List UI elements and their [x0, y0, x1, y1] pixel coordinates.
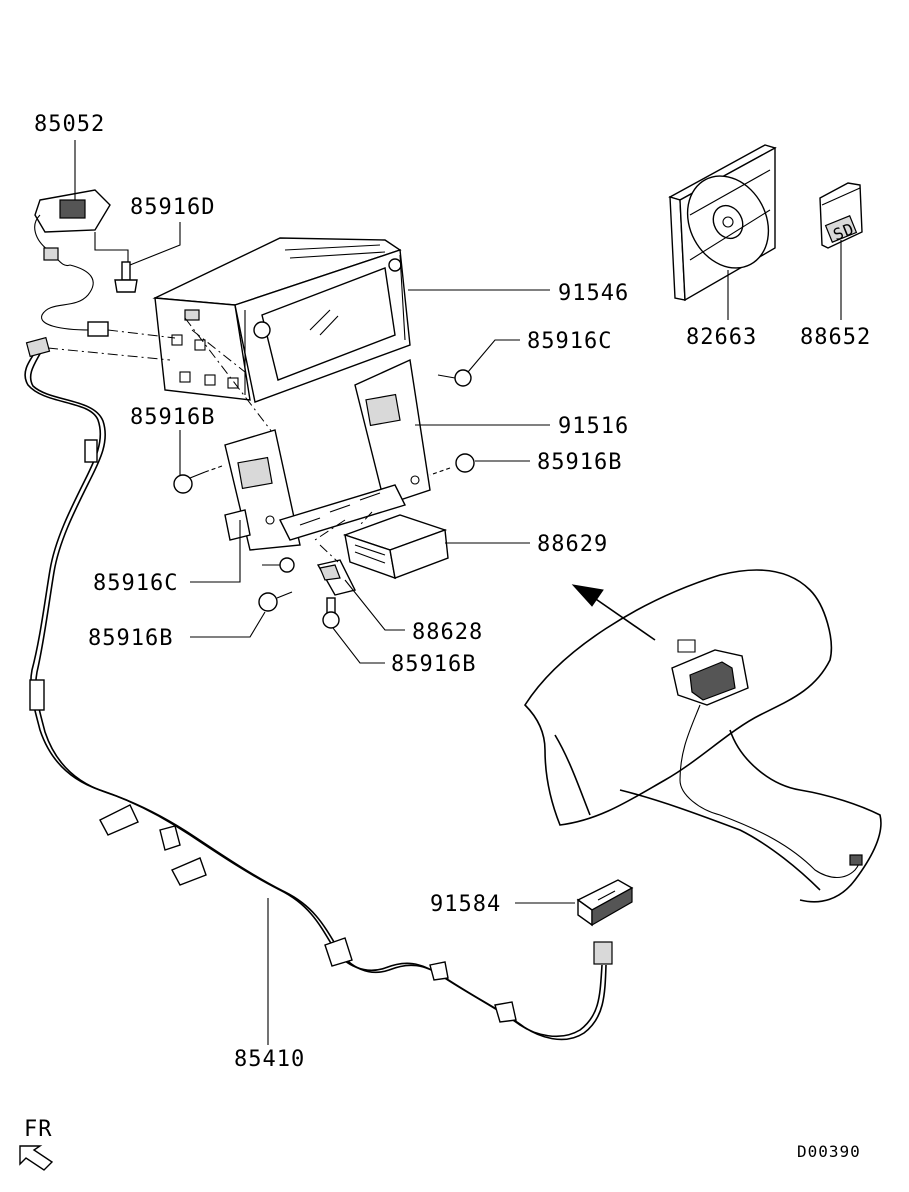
- screw-85916D: [114, 261, 138, 293]
- harness-connector-end: [593, 941, 613, 965]
- label-85916B-right: 85916B: [537, 450, 622, 475]
- label-91516: 91516: [558, 414, 629, 439]
- disc-case-82663: [668, 144, 777, 302]
- drawing-code: D00390: [797, 1142, 861, 1161]
- harness-clip: [171, 857, 207, 886]
- orientation-label: FR: [24, 1117, 53, 1142]
- label-85916C-bottom: 85916C: [93, 571, 178, 596]
- screw-85916B-bottom: [322, 597, 340, 629]
- label-85916D: 85916D: [130, 195, 215, 220]
- screw-85916B-right: [429, 453, 475, 476]
- label-85052: 85052: [34, 112, 105, 137]
- wiring-harness: [24, 336, 613, 1041]
- dashboard-inset-view: [523, 569, 882, 903]
- bracket-91516: [224, 358, 431, 551]
- module-85052: [34, 189, 129, 337]
- harness-clip: [324, 937, 353, 967]
- harness-clip: [429, 961, 449, 981]
- leader-lines: [74, 140, 842, 1045]
- switch-91584: [576, 879, 634, 927]
- module-88629: [314, 511, 449, 580]
- harness-clip: [84, 439, 98, 463]
- screw-85916C-top: [437, 369, 472, 387]
- harness-connector-top: [25, 336, 51, 358]
- label-88628: 88628: [412, 620, 483, 645]
- harness-clip: [494, 1001, 517, 1023]
- label-88652: 88652: [800, 325, 871, 350]
- harness-clip: [29, 679, 45, 711]
- label-85916C-top: 85916C: [527, 329, 612, 354]
- harness-clip: [159, 825, 181, 851]
- screw-85916C-bottom: [262, 557, 295, 573]
- label-91584: 91584: [430, 892, 501, 917]
- sd-card-88652: SD: [819, 182, 863, 249]
- harness-clip: [99, 804, 139, 836]
- bracket-88628: [316, 544, 357, 596]
- head-unit-91546: [152, 237, 411, 403]
- screw-85916B-left: [173, 465, 223, 494]
- front-direction-indicator: FR: [19, 1117, 54, 1171]
- part-labels: 85052 85916D 91546 82663 88652 85916C 85…: [34, 112, 871, 1072]
- screw-85916B-lower: [258, 591, 293, 612]
- label-82663: 82663: [686, 325, 757, 350]
- label-85916B-bottom: 85916B: [391, 652, 476, 677]
- label-91546: 91546: [558, 281, 629, 306]
- label-88629: 88629: [537, 532, 608, 557]
- front-arrow-icon: [19, 1145, 54, 1171]
- label-85410: 85410: [234, 1047, 305, 1072]
- label-85916B-left: 85916B: [130, 405, 215, 430]
- label-85916B-lower: 85916B: [88, 626, 173, 651]
